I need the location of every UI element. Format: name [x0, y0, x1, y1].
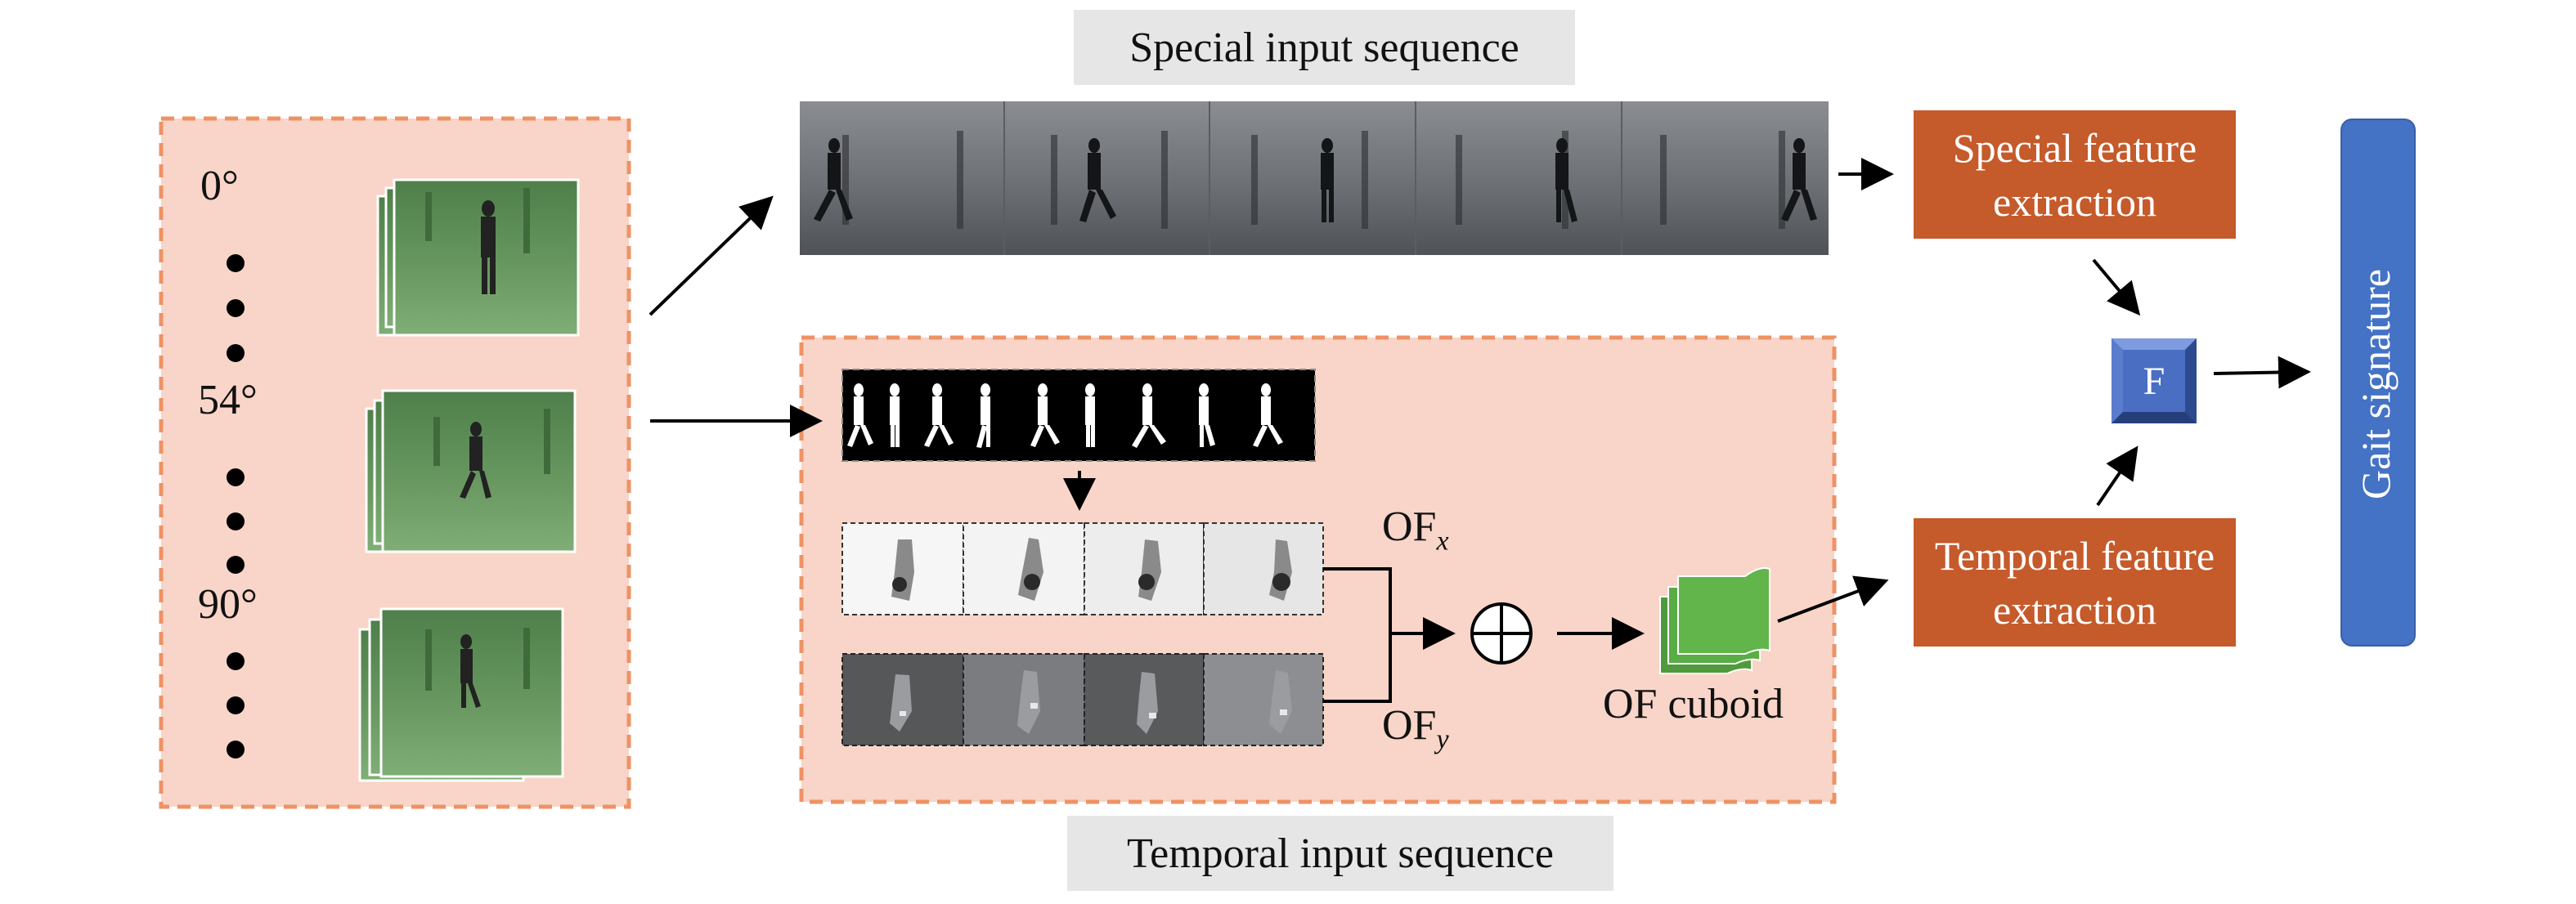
ellipsis-dot: [227, 254, 245, 272]
view-angle-90: 90°: [198, 581, 258, 628]
ellipsis-dot: [227, 344, 245, 362]
ellipsis-dot: [227, 652, 245, 670]
special-feature-box: Special feature extraction: [1914, 110, 2236, 239]
optical-flow-y-strip: [841, 653, 1324, 746]
ellipsis-dot: [227, 741, 245, 759]
ellipsis-dot: [227, 299, 245, 317]
temporal-feature-box: Temporal feature extraction: [1914, 518, 2236, 647]
silhouette-strip: [841, 369, 1316, 462]
ofy-base: OF: [1382, 702, 1437, 749]
of-cuboid-label: OF cuboid: [1603, 681, 1784, 727]
gait-signature-label: Gait signature: [2353, 269, 2399, 499]
special-input-label: Special input sequence: [1074, 10, 1575, 85]
view-angle-54: 54°: [198, 377, 258, 423]
ellipsis-dot: [227, 696, 245, 714]
video-stack-0: [376, 178, 580, 337]
temporal-input-label: Temporal input sequence: [1067, 816, 1613, 891]
optical-flow-x-strip: [841, 522, 1324, 615]
view-angle-0: 0°: [200, 163, 239, 209]
ofx-base: OF: [1382, 503, 1437, 550]
ofy-label: OFy: [1382, 701, 1449, 755]
of-cuboid-icon: [1659, 567, 1770, 674]
video-stack-90: [358, 607, 564, 782]
ellipsis-dot: [227, 512, 245, 530]
connectors: [648, 158, 2311, 703]
ellipsis-dot: [227, 468, 245, 486]
special-input-strip: [800, 101, 1829, 255]
ellipsis-dot: [227, 556, 245, 574]
gait-signature-bar: [2340, 119, 2416, 647]
ofx-sub: x: [1436, 526, 1449, 557]
square-bevel-icon: [2112, 338, 2197, 423]
ofx-label: OFx: [1382, 503, 1449, 557]
circled-plus-icon: [1470, 602, 1533, 665]
ofy-sub: y: [1436, 724, 1449, 755]
fusion-label: F: [2143, 359, 2165, 403]
video-stack-54: [365, 389, 577, 553]
